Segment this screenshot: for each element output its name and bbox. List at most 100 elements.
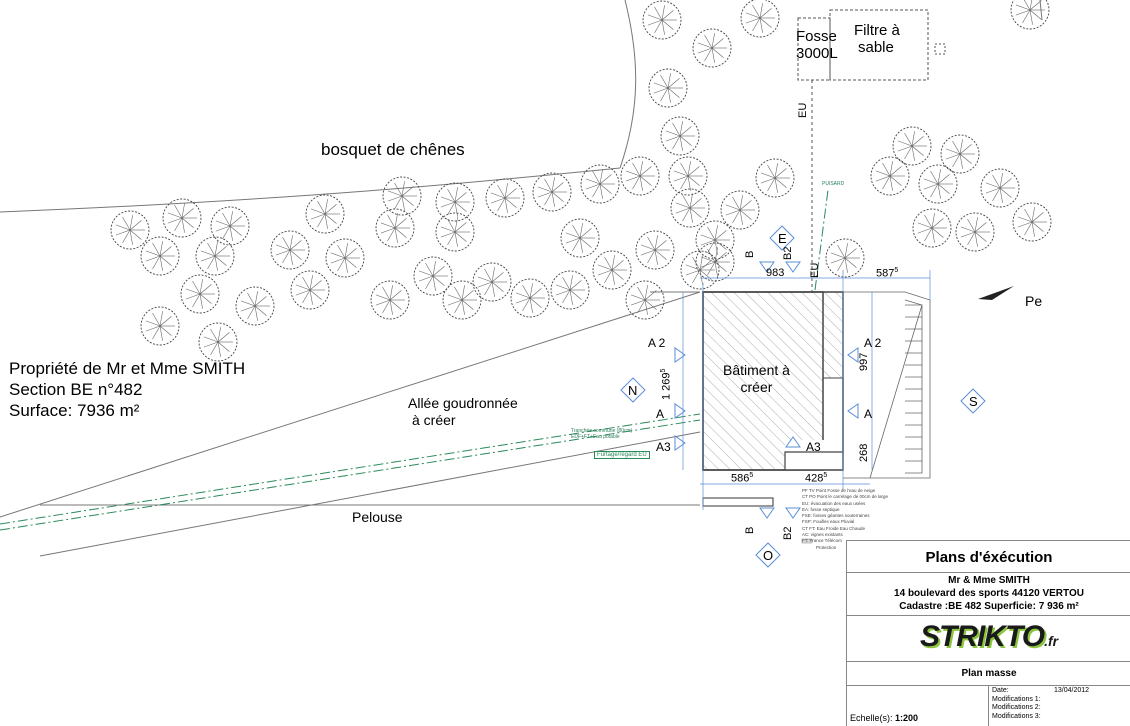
plan-title: Plans d'éxécution [925,549,1053,566]
orient-o: O [763,548,774,563]
oak-tree [195,236,235,276]
terrace [843,291,931,479]
legend-line: EA: fosse septique [802,506,840,512]
owner-section: Section BE n°482 [9,380,143,399]
legend-line: FSE: fosses géantes souterraines [802,513,870,519]
dim-586: 5865 [731,472,753,485]
oak-tree [755,158,795,198]
dim-428: 4285 [805,472,827,485]
dim-1269-sup: 5 [660,368,667,373]
dim-268: 268 [858,443,870,462]
oak-tree [912,208,952,248]
trench-label-line1: Tranchée commune (80cm) [571,428,633,434]
date-label: Date: [992,687,1009,694]
date-line: Date: 13/04/2012 [992,687,1127,696]
oak-tree [210,206,250,246]
client-name: Mr & Mme SMITH [948,575,1030,586]
orient-n: N [628,383,638,398]
legend-line: PF TV Point Fosse de l'eau de neige [802,488,876,493]
oak-tree [472,262,512,302]
fosse-label-line1: Fosse [796,28,837,45]
oak-tree [370,280,410,320]
oak-tree [680,250,720,290]
oak-tree [670,188,710,228]
section-b2-top: B2 [782,246,794,260]
oak-tree [648,68,688,108]
eu-label-top: EU [797,102,809,118]
oak-tree [140,306,180,346]
oak-trees [110,0,1052,362]
driveway-label-line2: à créer [412,412,456,428]
mod3: Modifications 3: [992,712,1041,720]
oak-tree [413,256,453,296]
oak-tree [642,0,682,40]
oak-tree [580,164,620,204]
dim-983: 983 [766,267,785,279]
legend-line: FT: France Télécom [802,538,842,544]
dim-428-value: 428 [805,472,824,485]
title-block: Plans d'éxécution Mr & Mme SMITH 14 boul… [846,540,1130,726]
dim-997: 997 [858,352,870,371]
oak-tree [235,286,275,326]
oak-tree [270,230,310,270]
pe-label: Pe [1025,293,1043,309]
legend-line: AC: vignes existants [802,532,843,538]
oak-tree [692,28,732,68]
oak-tree [180,274,220,314]
legend-swatch [801,538,813,544]
dim-428-sup: 5 [823,472,828,479]
cadastre: Cadastre :BE 482 Superficie: 7 936 m² [899,601,1079,612]
section-a3-left: A3 [656,440,671,454]
north-arrow-icon [978,286,1014,300]
oak-tree [382,176,422,216]
logo-main: STRIKTO [919,620,1045,653]
oak-tree [625,280,665,320]
driveway-label-line1: Allée goudronnée [408,395,518,411]
title-row: Plans d'éxécution [847,541,1130,573]
oak-tree [290,270,330,310]
oak-tree [375,208,415,248]
oak-tree [162,198,202,238]
building-label-line1: Bâtiment à [723,362,790,378]
legend-line: CT PO Point le carrelage de 00cm de larg… [802,494,888,500]
oak-tree [325,238,365,278]
oak-tree [940,134,980,174]
scale-value: 1:200 [895,713,919,723]
date-value: 13/04/2012 [1054,687,1090,694]
dim-586-sup: 5 [749,472,754,479]
oak-tree [1010,0,1050,30]
mod1: Modifications 1: [992,695,1041,703]
section-a3-inner: A3 [806,440,821,454]
fosse-label: Fosse 3000L [796,28,838,62]
oak-tree [740,0,780,38]
building-label-line2: créer [740,379,773,395]
section-a-left: A [656,407,665,421]
mod2: Modifications 2: [992,704,1041,711]
oak-tree [435,182,475,222]
oak-tree [980,168,1020,208]
grove-label: bosquet de chênes [321,140,465,159]
section-a2-left: A 2 [648,336,666,350]
driveway [0,291,701,557]
legend-line: EU: évacuation des eaux usées [802,500,866,506]
orient-e: E [778,231,787,246]
plan-name-row: Plan masse [847,662,1130,686]
owner-surface: Surface: 7936 m² [9,401,140,420]
oak-tree [592,250,632,290]
oak-tree [550,270,590,310]
oak-tree [110,210,150,250]
logo-row: STRIKTO.fr [847,616,1130,662]
section-a-right: A [864,407,873,421]
dim-586-value: 586 [731,472,750,485]
oak-tree [532,172,572,212]
lawn-label: Pelouse [352,509,403,525]
dimension-lines [682,270,931,510]
date-cell: Date: 13/04/2012 Modifications 1: Modific… [992,687,1127,721]
strikto-logo: STRIKTO.fr [847,620,1130,654]
oak-tree [510,278,550,318]
filter-label-line1: Filtre à [854,22,900,39]
oak-tree [140,236,180,276]
filter-label-line2: sable [858,39,894,56]
oak-tree [892,126,932,166]
